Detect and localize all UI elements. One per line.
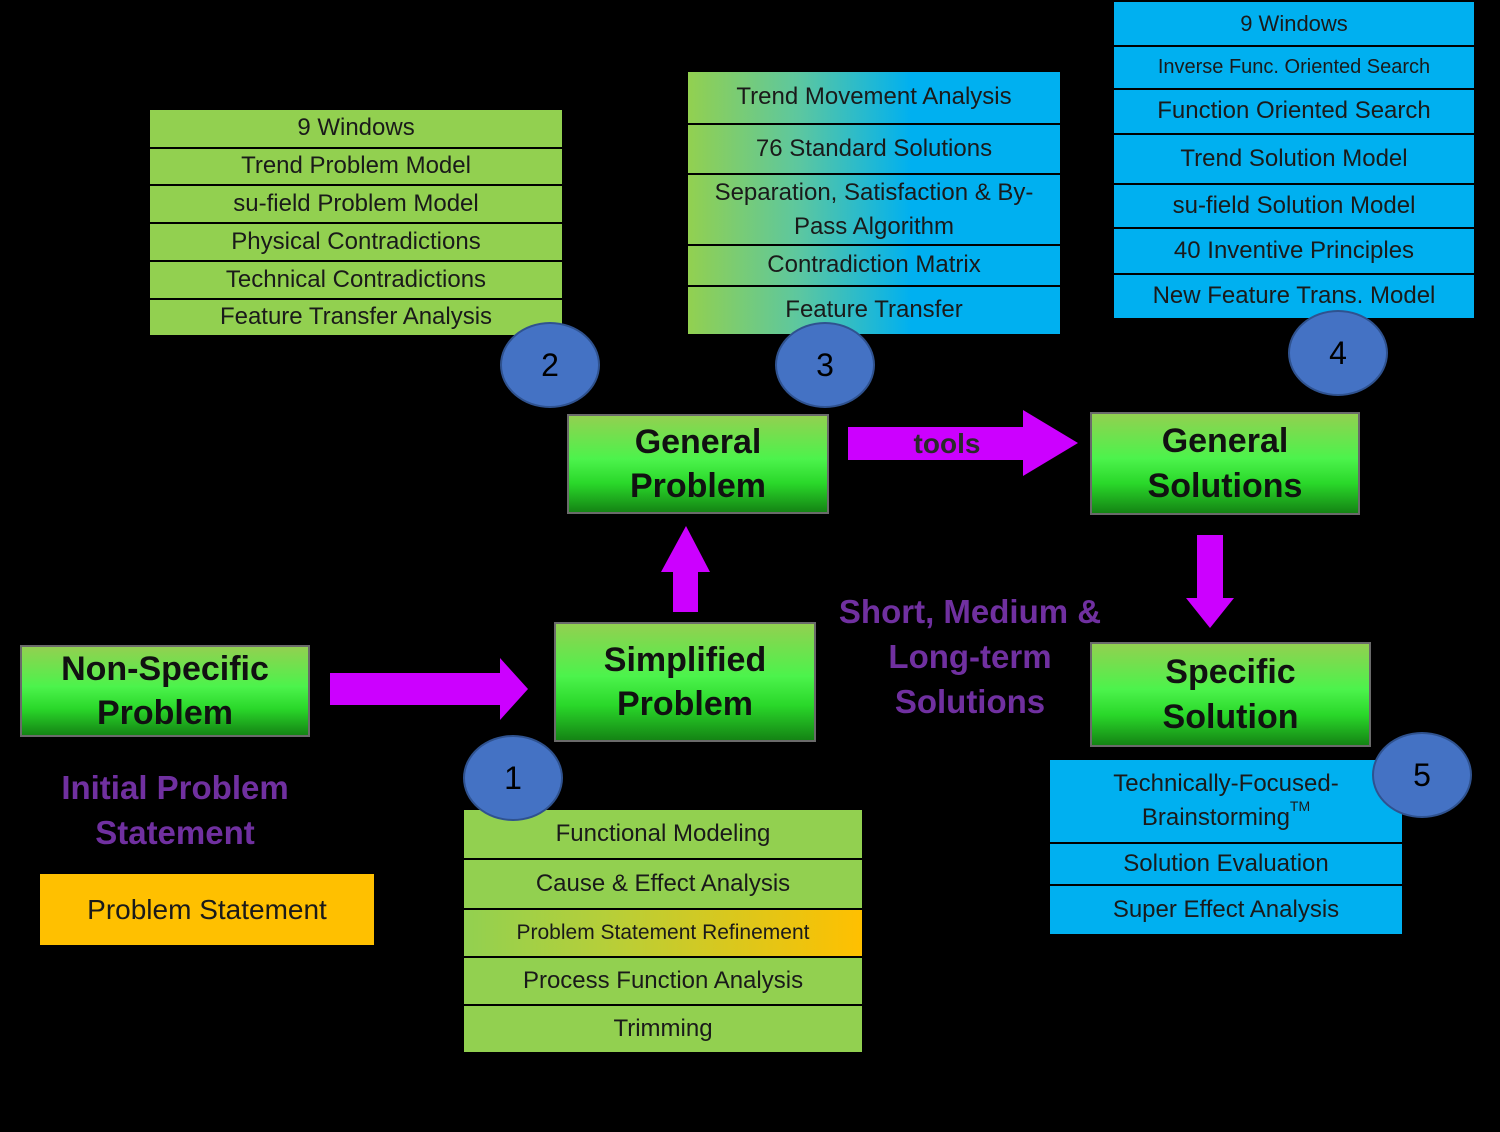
tool-new-feature-trans-model: New Feature Trans. Model bbox=[1114, 273, 1474, 318]
stage-line: Specific bbox=[1165, 653, 1296, 692]
solutions-note: Short, Medium & Long-term Solutions bbox=[820, 590, 1120, 725]
simplified-problem-box: Simplified Problem bbox=[554, 622, 816, 742]
tool-feature-transfer-analysis: Feature Transfer Analysis bbox=[150, 298, 562, 335]
non-specific-problem-box: Non-Specific Problem bbox=[20, 645, 310, 737]
tool-su-field-solution-model: su-field Solution Model bbox=[1114, 183, 1474, 227]
stage-line: Problem bbox=[616, 685, 754, 723]
arrow-to-simplified bbox=[330, 658, 528, 720]
stage4-tool-list: 9 Windows Inverse Func. Oriented Search … bbox=[1114, 2, 1474, 318]
step-badge-5: 5 bbox=[1372, 732, 1472, 818]
tool-9-windows: 9 Windows bbox=[1114, 2, 1474, 45]
tool-inverse-func-oriented-search: Inverse Func. Oriented Search bbox=[1114, 45, 1474, 88]
stage-line: Simplified bbox=[603, 640, 767, 679]
problem-statement-box: Problem Statement bbox=[40, 874, 374, 945]
tool-process-function-analysis: Process Function Analysis bbox=[464, 956, 862, 1004]
stage-line: General bbox=[1161, 422, 1289, 461]
step-badge-1: 1 bbox=[463, 735, 563, 821]
tool-function-oriented-search: Function Oriented Search bbox=[1114, 88, 1474, 133]
tool-super-effect-analysis: Super Effect Analysis bbox=[1050, 884, 1402, 934]
arrow-to-specific bbox=[1186, 535, 1234, 628]
stage1-tool-list: Functional Modeling Cause & Effect Analy… bbox=[464, 810, 862, 1052]
note-line: Solutions bbox=[894, 682, 1046, 720]
brainstorming-label: Technically-Focused-Brainstorming bbox=[1113, 770, 1339, 831]
stage-line: Solutions bbox=[1147, 466, 1303, 505]
tool-9-windows: 9 Windows bbox=[150, 110, 562, 147]
stage-line: Problem bbox=[96, 694, 234, 732]
stage3-tool-list: Trend Movement Analysis 76 Standard Solu… bbox=[688, 72, 1060, 334]
tool-feature-transfer: Feature Transfer bbox=[688, 285, 1060, 334]
tool-40-inventive-principles: 40 Inventive Principles bbox=[1114, 227, 1474, 273]
stage-line: Problem bbox=[629, 467, 767, 505]
tool-trend-movement-analysis: Trend Movement Analysis bbox=[688, 72, 1060, 123]
tool-technical-contradictions: Technical Contradictions bbox=[150, 260, 562, 298]
step-badge-4: 4 bbox=[1288, 310, 1388, 396]
tool-trend-problem-model: Trend Problem Model bbox=[150, 147, 562, 184]
note-line: Long-term bbox=[888, 637, 1052, 675]
note-line: Initial Problem bbox=[61, 769, 289, 806]
tool-76-standard-solutions: 76 Standard Solutions bbox=[688, 123, 1060, 173]
general-problem-box: General Problem bbox=[567, 414, 829, 514]
stage-line: Solution bbox=[1162, 697, 1299, 736]
general-solutions-box: General Solutions bbox=[1090, 412, 1360, 515]
stage2-tool-list: 9 Windows Trend Problem Model su-field P… bbox=[150, 110, 562, 335]
arrow-tools-label: tools bbox=[913, 428, 981, 459]
stage-line: General bbox=[634, 422, 762, 461]
arrow-tools bbox=[848, 410, 1078, 476]
specific-solution-box: Specific Solution bbox=[1090, 642, 1371, 747]
tool-contradiction-matrix: Contradiction Matrix bbox=[688, 244, 1060, 285]
tool-technically-focused-brainstorming: Technically-Focused-BrainstormingTM bbox=[1050, 760, 1402, 842]
step-badge-2: 2 bbox=[500, 322, 600, 408]
tool-functional-modeling: Functional Modeling bbox=[464, 810, 862, 858]
note-line: Statement bbox=[95, 813, 255, 851]
step-badge-3: 3 bbox=[775, 322, 875, 408]
tool-trimming: Trimming bbox=[464, 1004, 862, 1052]
note-line: Short, Medium & bbox=[838, 593, 1102, 630]
initial-problem-note: Initial Problem Statement bbox=[30, 766, 320, 856]
tool-physical-contradictions: Physical Contradictions bbox=[150, 222, 562, 260]
tool-su-field-problem-model: su-field Problem Model bbox=[150, 184, 562, 222]
tool-separation-algorithm: Separation, Satisfaction & By-Pass Algor… bbox=[688, 173, 1060, 244]
tool-trend-solution-model: Trend Solution Model bbox=[1114, 133, 1474, 183]
tool-problem-statement-refinement: Problem Statement Refinement bbox=[464, 908, 862, 956]
trademark-mark: TM bbox=[1289, 798, 1311, 814]
stage5-tool-list: Technically-Focused-BrainstormingTM Solu… bbox=[1050, 760, 1402, 934]
tool-cause-effect-analysis: Cause & Effect Analysis bbox=[464, 858, 862, 908]
tool-solution-evaluation: Solution Evaluation bbox=[1050, 842, 1402, 884]
stage-line: Non-Specific bbox=[61, 649, 269, 688]
arrow-to-general-problem bbox=[661, 526, 710, 612]
